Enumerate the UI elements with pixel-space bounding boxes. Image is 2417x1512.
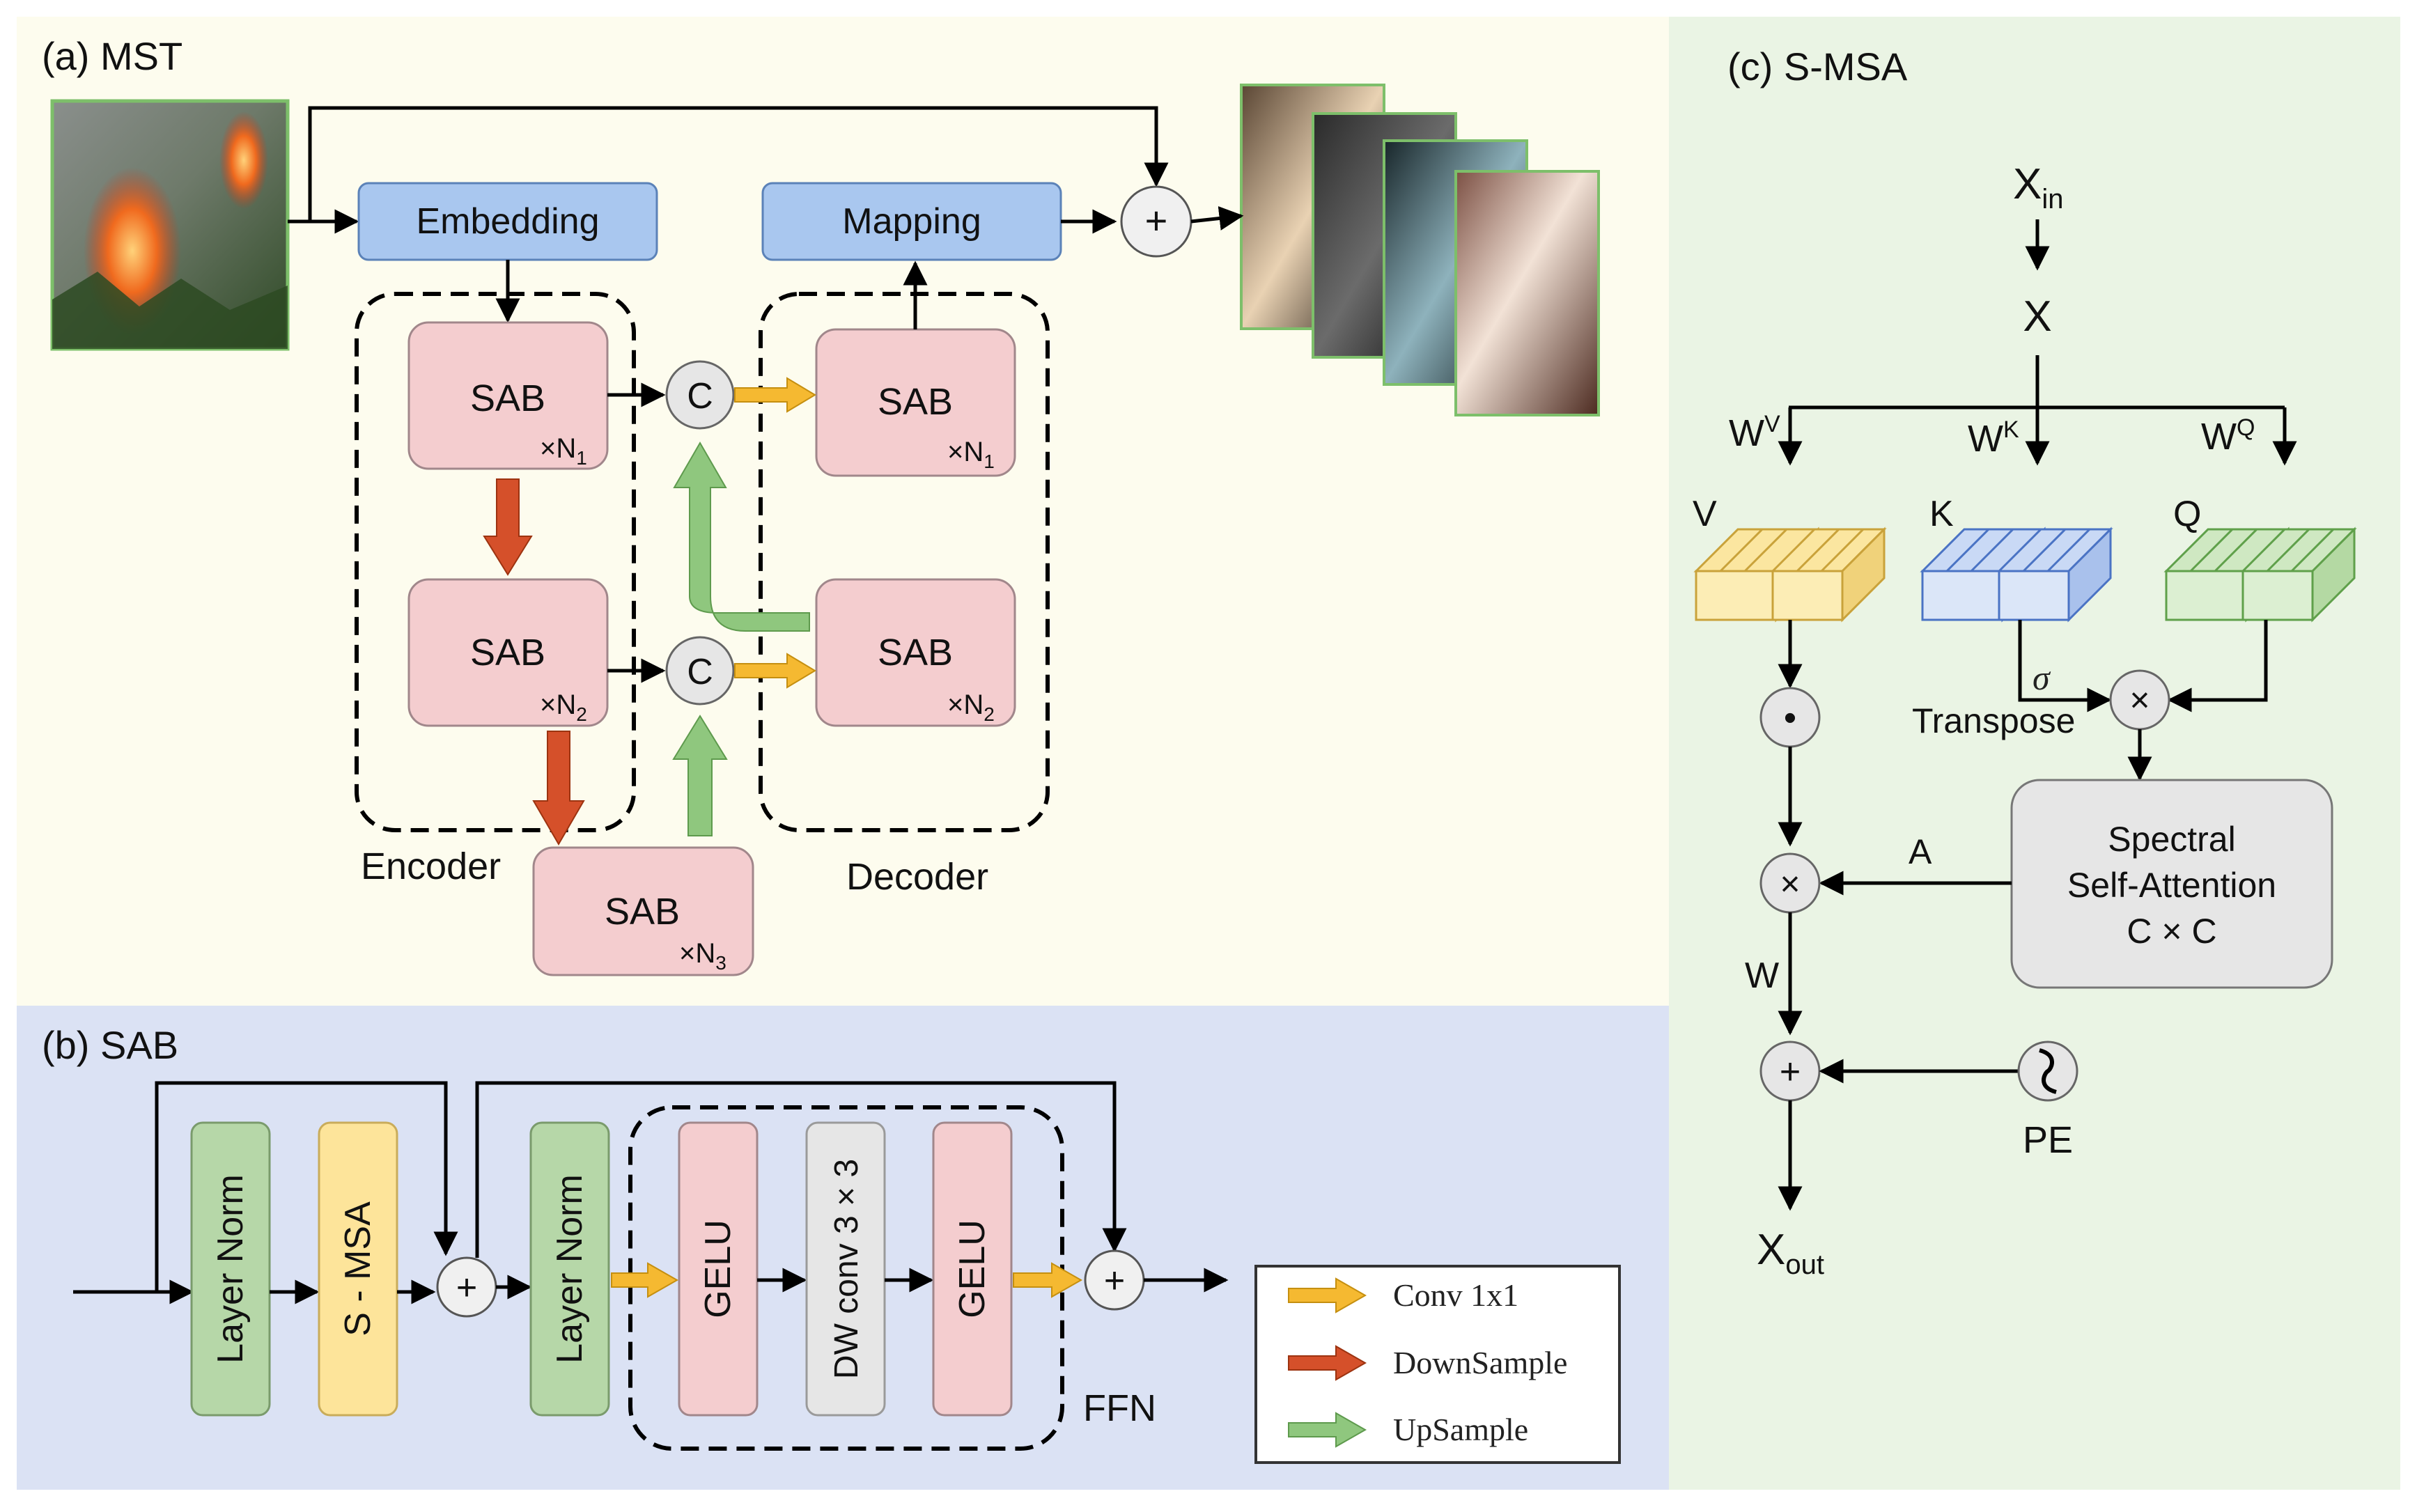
x-label: X bbox=[2023, 293, 2051, 341]
encoder-sab-2 bbox=[407, 578, 609, 727]
decoder-sab-2-count: ×N2 bbox=[947, 689, 995, 725]
global-skip-arrow bbox=[308, 106, 1169, 221]
concat-node-1-label: C bbox=[687, 376, 713, 416]
attention-line-1: Spectral bbox=[2108, 820, 2235, 859]
legend-up-swatch bbox=[1288, 1412, 1367, 1448]
k-tensor bbox=[1920, 527, 2113, 623]
panel-a-title: (a) MST bbox=[42, 34, 182, 78]
v-label: V bbox=[1693, 494, 1717, 534]
gelu-1-label: GELU bbox=[698, 1219, 738, 1318]
q-to-mul-arrow bbox=[2167, 620, 2268, 712]
legend-conv-swatch bbox=[1288, 1277, 1367, 1314]
panel-a: (a) MST Embedding Mapping + Enc bbox=[42, 34, 1600, 976]
panel-c-title: (c) S-MSA bbox=[1727, 45, 1908, 88]
legend-conv-label: Conv 1x1 bbox=[1393, 1277, 1518, 1313]
gelu-2-label: GELU bbox=[952, 1219, 993, 1318]
q-tensor bbox=[2163, 527, 2357, 623]
encoder-sab-1-count: ×N1 bbox=[540, 433, 587, 469]
k-label: K bbox=[1929, 494, 1954, 534]
sab-plus-node-2-symbol: + bbox=[1104, 1261, 1125, 1301]
downsample-arrow-1 bbox=[483, 478, 533, 576]
panel-b-title: (b) SAB bbox=[42, 1023, 178, 1067]
decoder-sab-2 bbox=[815, 578, 1016, 727]
layer-norm-1 bbox=[190, 1121, 271, 1417]
pe-wave-icon bbox=[2039, 1048, 2057, 1094]
legend: Conv 1x1 DownSample UpSample bbox=[1254, 1265, 1621, 1464]
dot-node-symbol: • bbox=[1784, 698, 1796, 738]
sab-residual-2 bbox=[475, 1081, 1127, 1258]
q-label: Q bbox=[2173, 494, 2201, 534]
concat-node-2 bbox=[665, 636, 735, 706]
dw-conv-label: DW conv 3 × 3 bbox=[828, 1159, 865, 1379]
embedding-label: Embedding bbox=[416, 201, 599, 242]
decoder-label: Decoder bbox=[846, 856, 988, 898]
encoder-label: Encoder bbox=[361, 845, 501, 887]
encoder-sab-1-label: SAB bbox=[470, 377, 545, 419]
decoder-sab-1-label: SAB bbox=[878, 381, 953, 423]
gelu-1 bbox=[678, 1121, 759, 1417]
transpose-label: Transpose bbox=[1912, 701, 2075, 740]
kq-mul-node-symbol: × bbox=[2129, 680, 2150, 719]
attention-line-2: Self-Attention bbox=[2067, 866, 2276, 905]
bottleneck-sab-3 bbox=[532, 846, 754, 976]
conv-arrow-2 bbox=[734, 653, 816, 689]
s-msa-label: S - MSA bbox=[338, 1201, 378, 1336]
legend-down-swatch bbox=[1288, 1345, 1367, 1381]
downsample-arrow-2 bbox=[532, 731, 585, 845]
output-plus-symbol: + bbox=[1145, 198, 1168, 242]
conv-arrow-1 bbox=[734, 377, 816, 413]
dw-conv-box bbox=[805, 1121, 886, 1417]
encoder-sab-2-label: SAB bbox=[470, 632, 545, 673]
wk-label: WK bbox=[1968, 416, 2019, 460]
encoder-dashed-frame bbox=[355, 292, 636, 832]
v-tensor bbox=[1693, 527, 1887, 623]
x-in-label: Xin bbox=[2013, 160, 2064, 215]
s-msa-box bbox=[318, 1121, 398, 1417]
legend-down-label: DownSample bbox=[1393, 1345, 1567, 1380]
upsample-arrow-decoder bbox=[673, 442, 810, 632]
gelu-2 bbox=[932, 1121, 1013, 1417]
output-spectral-bands bbox=[1240, 84, 1600, 416]
legend-up-label: UpSample bbox=[1393, 1412, 1528, 1447]
x-out-label: Xout bbox=[1757, 1226, 1824, 1280]
panel-b: (b) SAB Layer Norm S - MSA + Layer Norm … bbox=[42, 1023, 1621, 1464]
ffn-label: FFN bbox=[1083, 1387, 1156, 1429]
encoder-sab-2-count: ×N2 bbox=[540, 689, 587, 725]
layer-norm-2-label: Layer Norm bbox=[550, 1174, 590, 1364]
sab-residual-1 bbox=[155, 1081, 458, 1292]
bottleneck-sab-3-count: ×N3 bbox=[679, 938, 726, 974]
input-fire-image bbox=[50, 99, 290, 351]
concat-node-1 bbox=[665, 360, 735, 430]
pe-label: PE bbox=[2023, 1119, 2073, 1161]
decoder-sab-2-label: SAB bbox=[878, 632, 953, 673]
mapping-label: Mapping bbox=[842, 201, 981, 242]
wv-label: WV bbox=[1729, 411, 1780, 454]
concat-node-2-label: C bbox=[687, 652, 713, 692]
plus-to-output-arrow bbox=[1190, 206, 1244, 231]
panel-c: (c) S-MSA Xin X WV WK WQ V bbox=[1693, 45, 2357, 1280]
attention-line-3: C × C bbox=[2127, 912, 2216, 951]
layer-norm-1-label: Layer Norm bbox=[210, 1174, 251, 1364]
wq-label: WQ bbox=[2201, 414, 2255, 458]
layer-norm-2 bbox=[529, 1121, 610, 1417]
a-label: A bbox=[1909, 832, 1932, 871]
conv-arrow-ffn-in bbox=[611, 1262, 679, 1298]
sab-plus-node-1-symbol: + bbox=[456, 1268, 477, 1308]
w-label: W bbox=[1745, 956, 1779, 996]
sigma-label: σ bbox=[2033, 658, 2051, 697]
upsample-arrow-bottleneck bbox=[672, 715, 728, 836]
decoder-dashed-frame bbox=[759, 292, 1050, 832]
bottleneck-sab-3-label: SAB bbox=[605, 891, 680, 933]
k-to-mul-arrow bbox=[2018, 620, 2112, 712]
av-times-node-symbol: × bbox=[1780, 864, 1800, 903]
conv-arrow-ffn-out bbox=[1013, 1262, 1083, 1298]
decoder-sab-1-count: ×N1 bbox=[947, 437, 995, 472]
pe-plus-node-symbol: + bbox=[1780, 1052, 1801, 1092]
